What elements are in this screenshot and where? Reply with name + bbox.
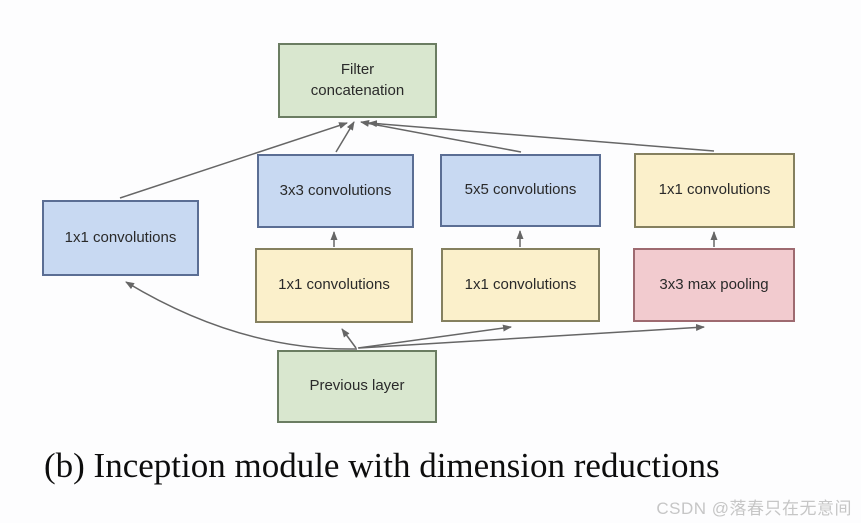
edge-conv5x5-to-filter-concat [360,120,522,153]
node-filter-concatenation: Filter concatenation [278,43,437,118]
node-1x1-convolutions-left: 1x1 convolutions [42,200,199,276]
edge-previous-layer-to-conv1x1-mid-left [341,328,357,349]
node-label: 1x1 convolutions [64,228,177,246]
node-label: 1x1 convolutions [658,181,771,199]
node-5x5-convolutions: 5x5 convolutions [440,154,601,227]
figure-caption: (b) Inception module with dimension redu… [44,446,720,485]
node-label: 3x3 convolutions [279,181,392,199]
edge-previous-layer-to-conv1x1-mid-right [357,324,512,349]
node-3x3-convolutions: 3x3 convolutions [257,154,414,228]
node-label: 1x1 convolutions [278,276,390,294]
node-1x1-convolutions-right: 1x1 convolutions [634,153,795,228]
edge-conv1x1-right-to-filter-concat [368,120,715,152]
node-previous-layer: Previous layer [277,350,437,423]
node-label: 3x3 max pooling [659,275,769,293]
edge-conv3x3-to-filter-concat [335,121,355,153]
node-label: 5x5 convolutions [464,181,577,199]
edge-previous-layer-to-max-pooling [358,323,705,349]
node-3x3-max-pooling: 3x3 max pooling [633,248,795,322]
csdn-watermark: CSDN @落春只在无意间 [656,499,852,518]
node-1x1-convolutions-mid-left: 1x1 convolutions [255,248,413,323]
node-label: 1x1 convolutions [464,275,577,293]
node-label: Filter concatenation [310,61,405,99]
node-1x1-convolutions-mid-right: 1x1 convolutions [441,248,600,322]
node-label: Previous layer [309,377,405,395]
